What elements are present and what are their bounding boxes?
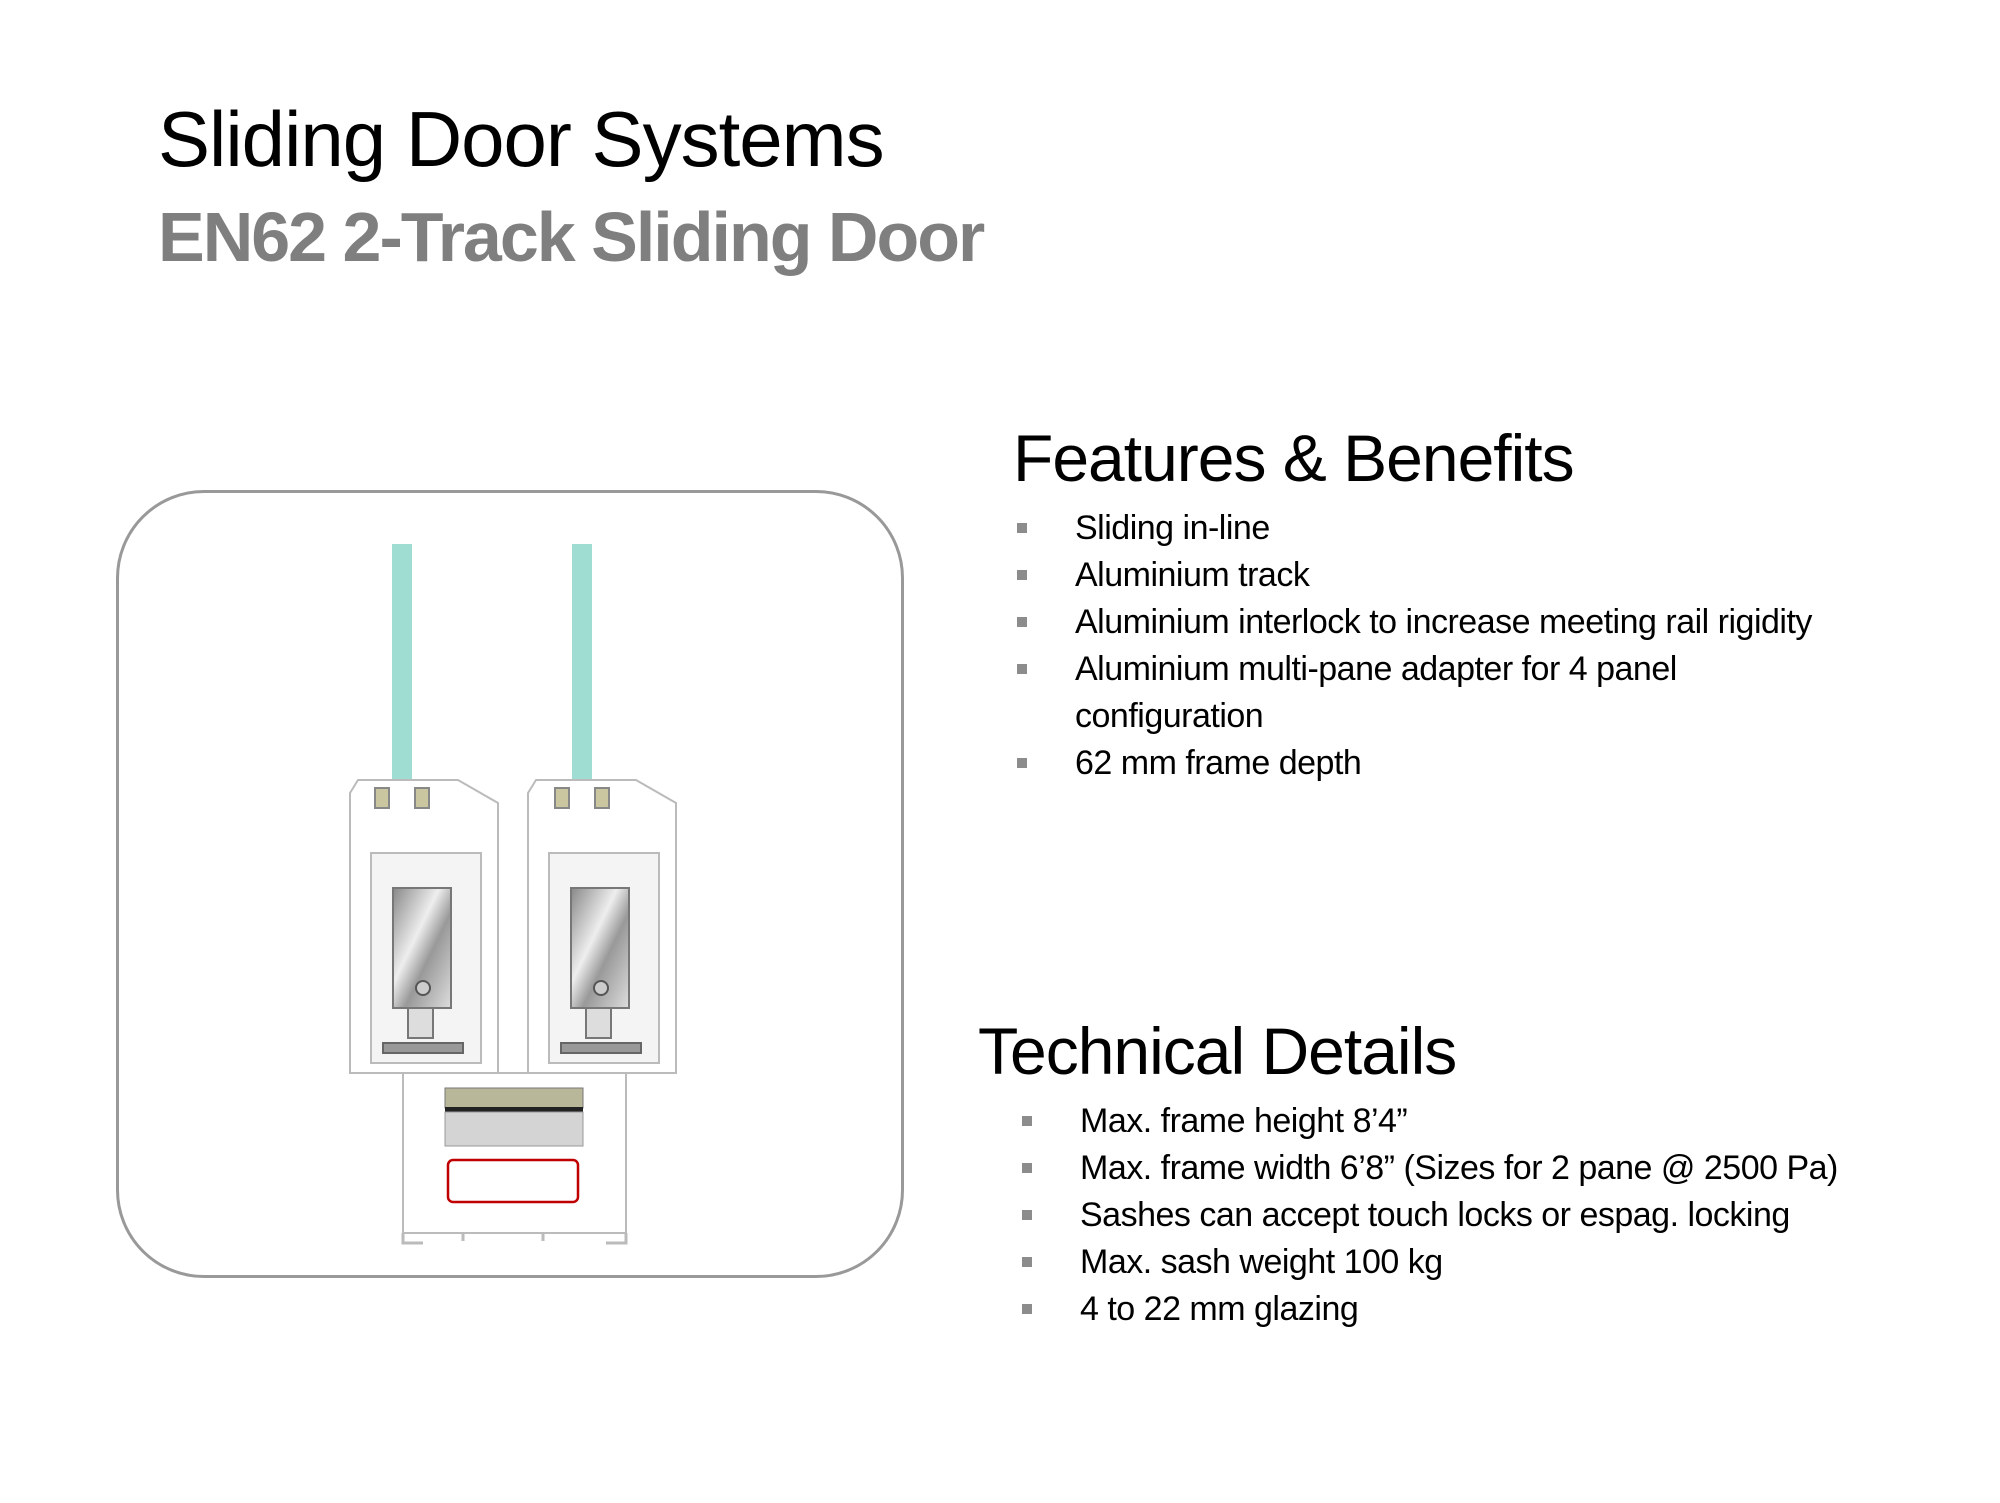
square-bullet-icon bbox=[1022, 1257, 1032, 1267]
list-item-text: 62 mm frame depth bbox=[1075, 744, 1362, 782]
list-item: Max. frame width 6’8” (Sizes for 2 pane … bbox=[1018, 1145, 1860, 1192]
sash-right bbox=[527, 779, 677, 1074]
page-title: Sliding Door Systems bbox=[158, 95, 885, 183]
list-item: Aluminium track bbox=[1013, 552, 1855, 599]
features-section: Features & Benefits Sliding in-line Alum… bbox=[1013, 425, 1855, 787]
list-item: 62 mm frame depth bbox=[1013, 740, 1855, 787]
technical-list: Max. frame height 8’4” Max. frame width … bbox=[1018, 1098, 1860, 1333]
page-subtitle: EN62 2-Track Sliding Door bbox=[158, 198, 985, 276]
list-item: Aluminium interlock to increase meeting … bbox=[1013, 599, 1855, 646]
sash-left bbox=[349, 779, 499, 1074]
list-item: Aluminium multi-pane adapter for 4 panel… bbox=[1013, 646, 1855, 740]
list-item-text: Aluminium multi-pane adapter for 4 panel… bbox=[1075, 650, 1677, 735]
square-bullet-icon bbox=[1017, 570, 1027, 580]
square-bullet-icon bbox=[1017, 523, 1027, 533]
glass-pane-left bbox=[392, 544, 412, 834]
features-heading: Features & Benefits bbox=[1013, 421, 1575, 495]
list-item: 4 to 22 mm glazing bbox=[1018, 1286, 1860, 1333]
square-bullet-icon bbox=[1022, 1304, 1032, 1314]
technical-details-section: Technical Details Max. frame height 8’4”… bbox=[978, 1018, 1860, 1333]
square-bullet-icon bbox=[1017, 617, 1027, 627]
features-list: Sliding in-line Aluminium track Aluminiu… bbox=[1013, 505, 1855, 787]
list-item-text: Aluminium track bbox=[1075, 556, 1310, 594]
square-bullet-icon bbox=[1017, 758, 1027, 768]
list-item-text: Sashes can accept touch locks or espag. … bbox=[1080, 1196, 1790, 1234]
list-item-text: Sliding in-line bbox=[1075, 509, 1270, 547]
square-bullet-icon bbox=[1022, 1116, 1032, 1126]
square-bullet-icon bbox=[1022, 1163, 1032, 1173]
door-profile-illustration bbox=[349, 544, 677, 1245]
list-item: Sashes can accept touch locks or espag. … bbox=[1018, 1192, 1860, 1239]
technical-heading: Technical Details bbox=[978, 1014, 1457, 1088]
door-cross-section-diagram bbox=[116, 490, 904, 1278]
square-bullet-icon bbox=[1022, 1210, 1032, 1220]
thermal-seal bbox=[446, 1158, 580, 1204]
glass-pane-right bbox=[572, 544, 592, 834]
square-bullet-icon bbox=[1017, 664, 1027, 674]
list-item-text: Aluminium interlock to increase meeting … bbox=[1075, 603, 1812, 641]
list-item-text: Max. sash weight 100 kg bbox=[1080, 1243, 1443, 1281]
list-item: Max. sash weight 100 kg bbox=[1018, 1239, 1860, 1286]
list-item-text: 4 to 22 mm glazing bbox=[1080, 1290, 1359, 1328]
list-item-text: Max. frame width 6’8” (Sizes for 2 pane … bbox=[1080, 1149, 1838, 1187]
list-item: Max. frame height 8’4” bbox=[1018, 1098, 1860, 1145]
list-item: Sliding in-line bbox=[1013, 505, 1855, 552]
bottom-track-frame bbox=[401, 1072, 628, 1245]
list-item-text: Max. frame height 8’4” bbox=[1080, 1102, 1408, 1140]
